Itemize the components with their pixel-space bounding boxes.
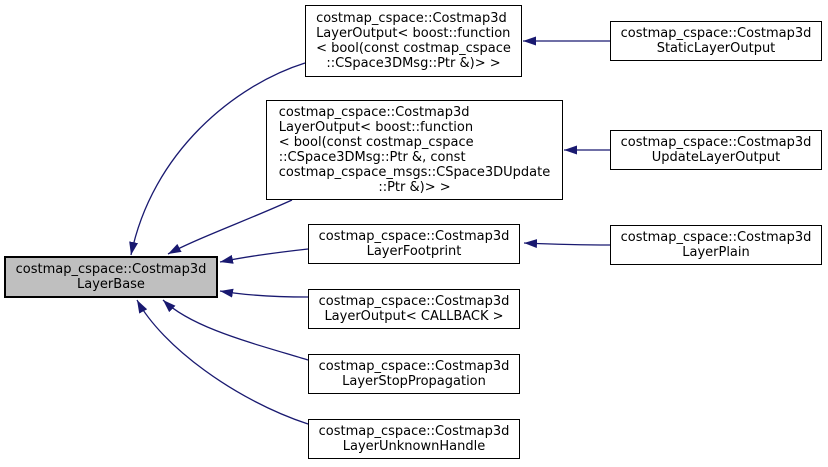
edge-layer-unknown-handle-to-layer-base xyxy=(136,299,309,425)
edge-layer-stop-propagation-to-layer-base xyxy=(162,299,309,361)
edge-layer-output-msg-update-to-layer-base xyxy=(167,199,293,255)
edge-layer-plain-to-layer-footprint xyxy=(523,239,611,249)
edge-layer-footprint-to-layer-base xyxy=(219,248,309,264)
edge-layer-output-callback-to-layer-base xyxy=(219,288,309,298)
